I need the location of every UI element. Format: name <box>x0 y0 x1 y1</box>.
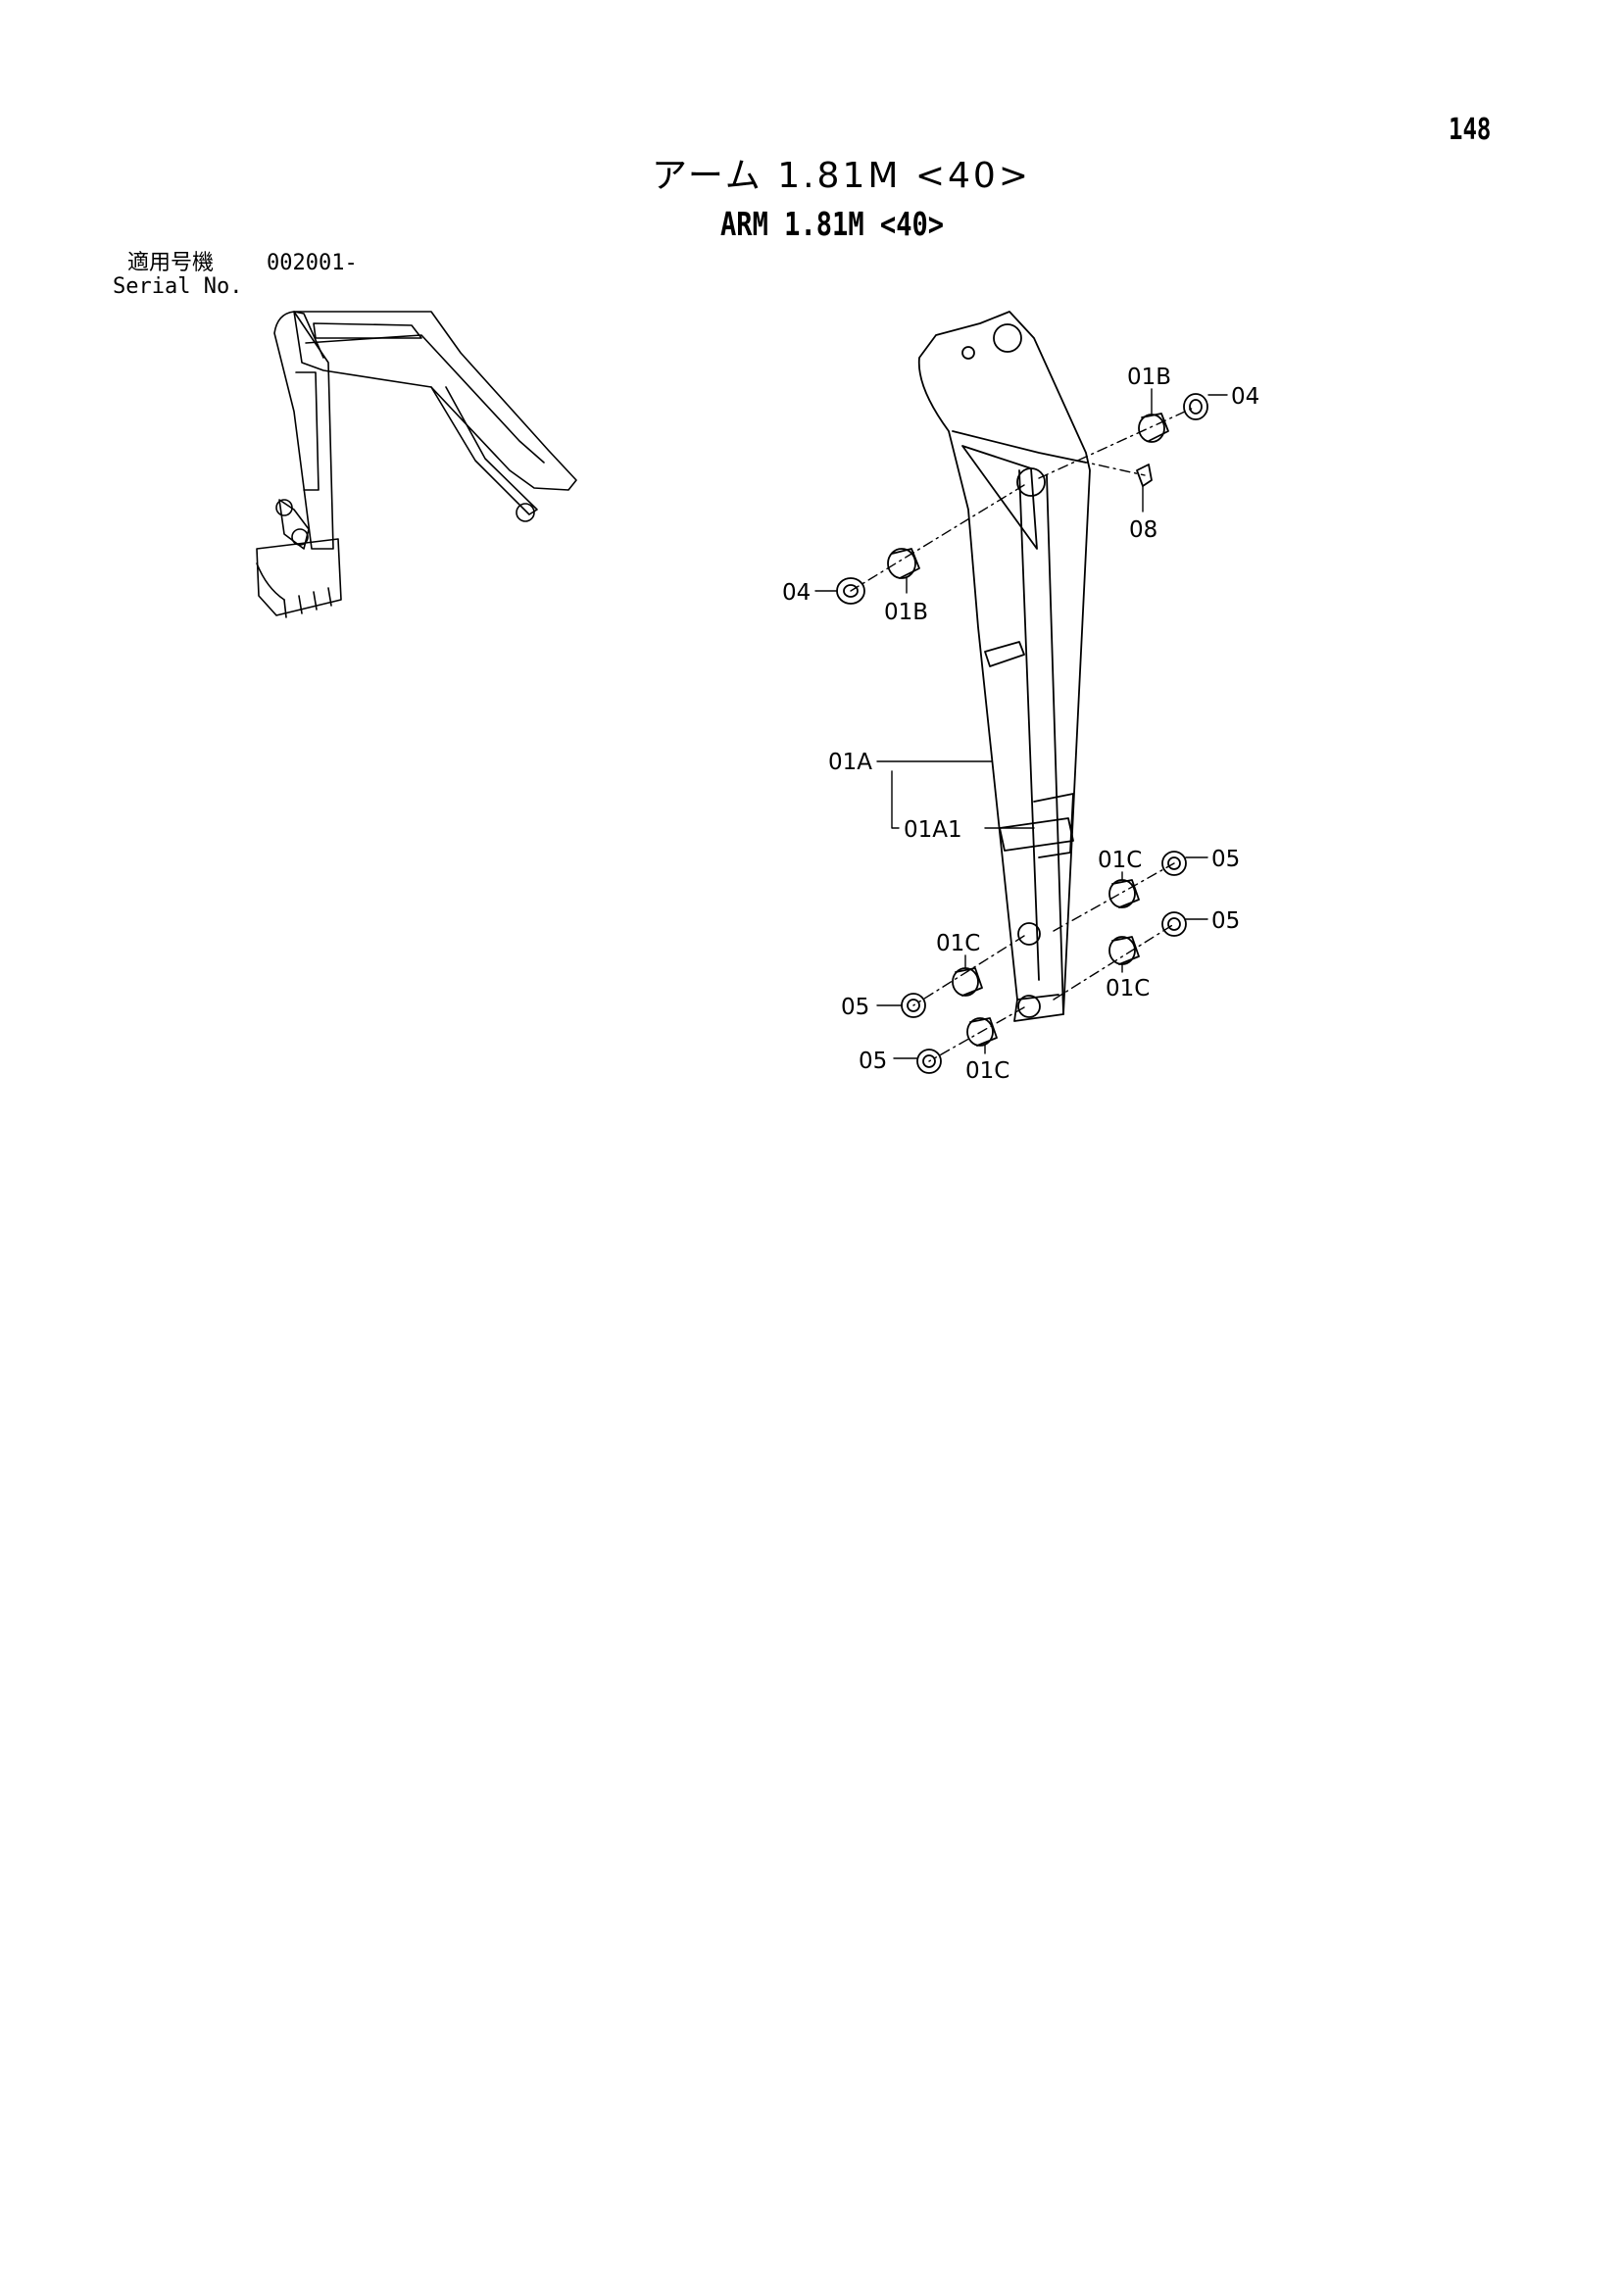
arm-lower-boss-1 <box>1017 922 1041 946</box>
axis-lower-l1 <box>912 935 1025 1006</box>
arm-pivot-boss <box>1016 467 1046 497</box>
boom-inner-line <box>305 334 545 464</box>
link-pin-lower <box>291 528 309 546</box>
bushing-01B-right <box>1138 414 1165 443</box>
mid-bracket <box>984 641 1025 667</box>
washer-05-r1 <box>1161 851 1187 876</box>
washer-05-l2 <box>916 1049 942 1074</box>
callout-01B-left: 01B <box>884 600 928 625</box>
serial-label-english: Serial No. <box>113 274 243 299</box>
arm-cylinder <box>313 322 422 339</box>
arm-right-edge <box>1046 474 1064 1015</box>
serial-number-value: 002001- <box>267 251 358 275</box>
leader-01A1 <box>891 770 1035 829</box>
axis-lower-r2 <box>1053 923 1175 1001</box>
callout-01B-top: 01B <box>1127 365 1171 390</box>
grease-fitting-08 <box>1136 464 1153 487</box>
callout-01C-l1: 01C <box>936 931 980 956</box>
arm-side-line <box>295 371 320 491</box>
callout-01A1: 01A1 <box>904 817 962 843</box>
axis-upper-right <box>1038 406 1197 479</box>
page-title-japanese: アーム 1.81M <40> <box>652 156 1032 196</box>
arm-inner-edge <box>1018 469 1040 981</box>
arm-lower-bottom <box>1016 994 1059 1001</box>
boom-outline <box>293 311 577 491</box>
callout-01A: 01A <box>828 750 872 775</box>
callout-01C-l2: 01C <box>965 1058 1009 1084</box>
callout-01C-r1: 01C <box>1098 848 1142 873</box>
link-pin-upper <box>275 499 293 516</box>
callout-01C-r2: 01C <box>1106 976 1150 1001</box>
washer-05-r2 <box>1161 911 1187 937</box>
bushing-01C-l2 <box>966 1017 994 1047</box>
callout-04-top: 04 <box>1231 384 1259 410</box>
axis-fitting <box>1077 460 1146 476</box>
axis-lower-r1 <box>1053 862 1175 932</box>
arm-top-pin-boss <box>993 323 1022 353</box>
callout-08: 08 <box>1129 517 1157 543</box>
arm-lower-boss-2 <box>1017 995 1041 1018</box>
page-title-english: ARM 1.81M <40> <box>720 205 945 243</box>
page-number: 148 <box>1449 113 1492 147</box>
axis-upper-left <box>850 484 1025 592</box>
axis-lower-l2 <box>928 1006 1025 1062</box>
bucket-back-curve <box>256 562 285 601</box>
lower-bracket-side <box>1033 793 1074 858</box>
arm-body-outline <box>917 311 1091 1022</box>
callout-05-r1: 05 <box>1211 847 1240 872</box>
arm-front-edge <box>293 311 324 359</box>
callout-05-r2: 05 <box>1211 908 1240 934</box>
lower-bracket <box>999 817 1074 852</box>
arm-top-hole <box>961 346 975 360</box>
callout-05-l1: 05 <box>841 995 869 1020</box>
boom-pin <box>516 503 535 522</box>
washer-04-right <box>1183 393 1208 420</box>
arm-top-plate <box>952 430 1087 464</box>
bucket-teeth <box>283 587 332 618</box>
callout-04-left: 04 <box>782 580 811 606</box>
boom-cylinder <box>430 386 538 515</box>
arm-web <box>961 445 1038 550</box>
arm-outline <box>273 311 334 550</box>
serial-label-japanese: 適用号機 <box>127 251 215 275</box>
bucket-outline <box>256 538 342 616</box>
callout-05-l2: 05 <box>859 1049 887 1074</box>
